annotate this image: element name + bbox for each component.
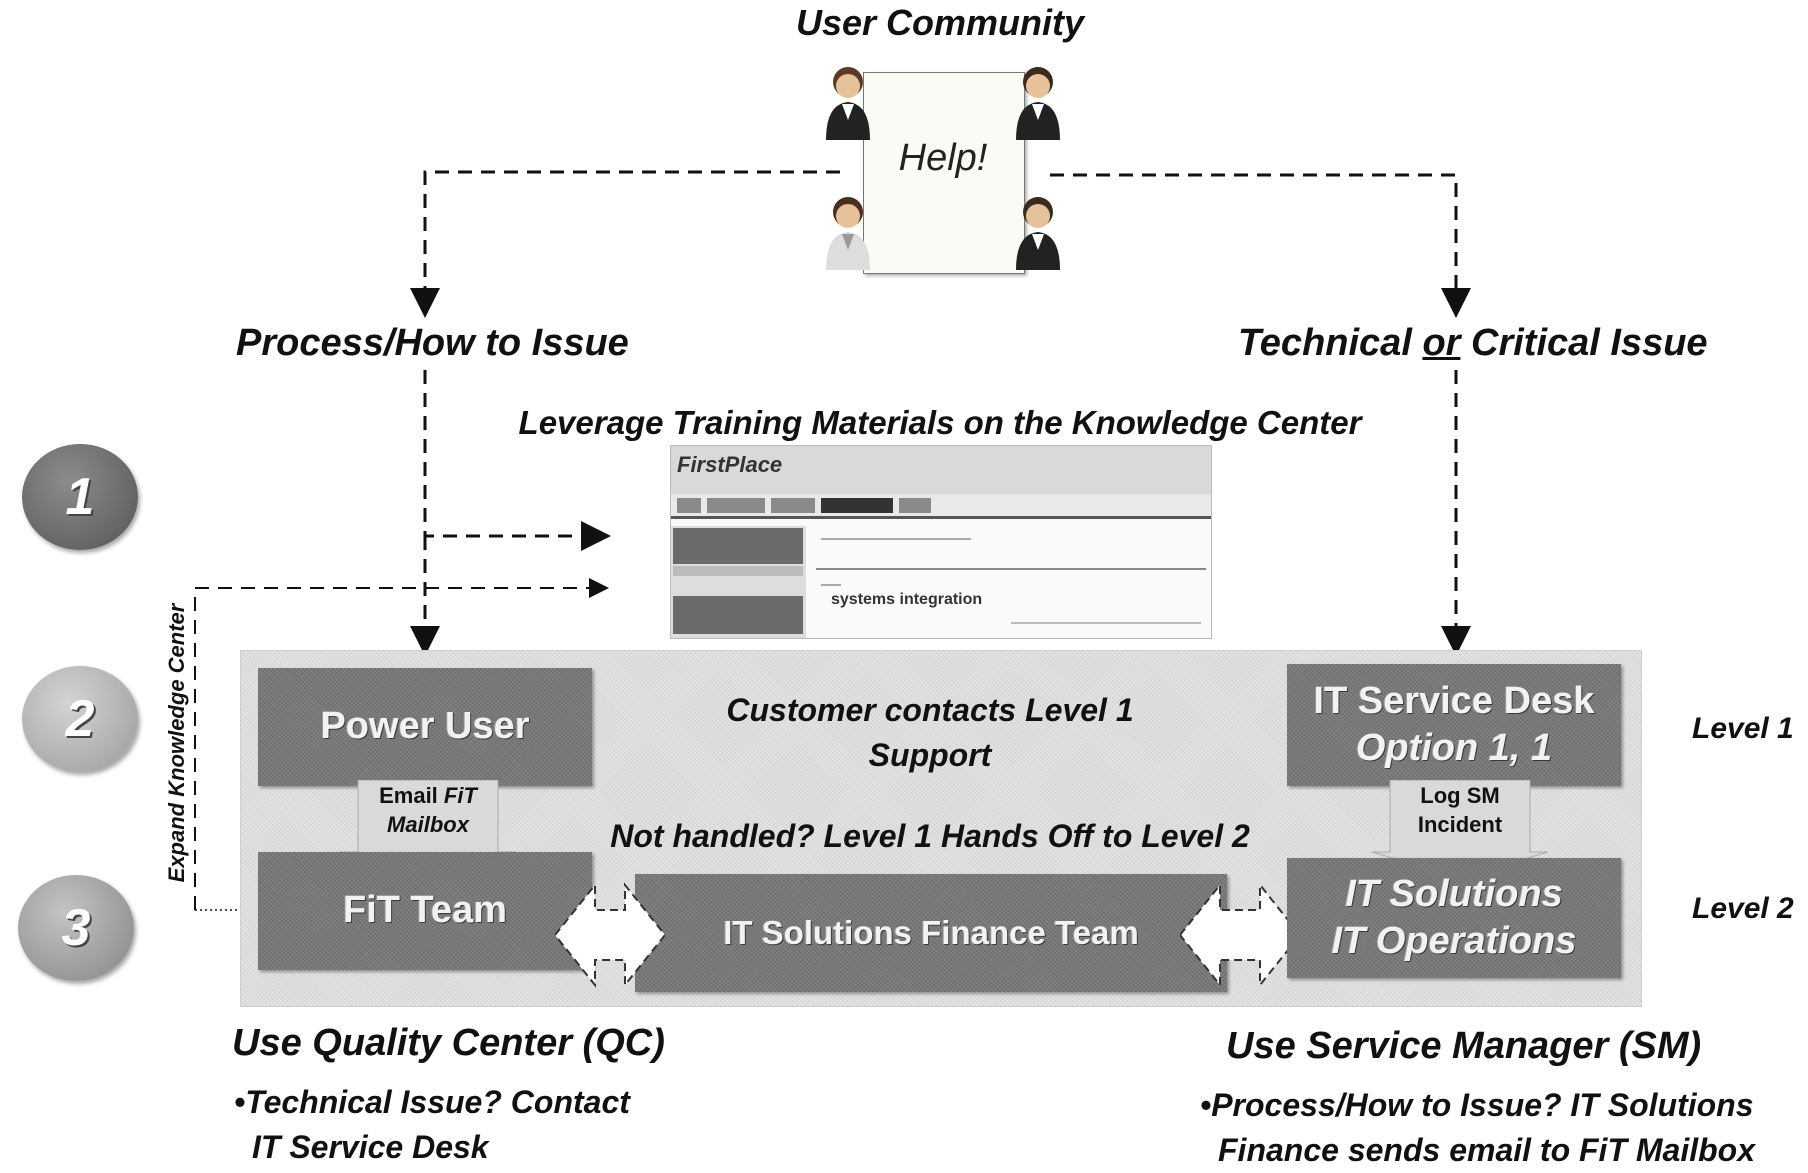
log-sm-note: Log SM Incident — [1372, 782, 1548, 839]
user-icon — [826, 197, 870, 270]
it-solutions-line2: IT Operations — [1331, 920, 1577, 962]
fit-finance-double-arrow — [555, 882, 665, 988]
service-manager-title: Use Service Manager (SM) — [1226, 1025, 1702, 1067]
screenshot-tab — [821, 498, 893, 513]
power-user-box: Power User — [258, 668, 592, 786]
screenshot-nav — [671, 494, 1211, 519]
user-icon — [1016, 67, 1060, 140]
help-text: Help! — [898, 137, 988, 179]
email-fit-note: Email FiT Mailbox — [340, 782, 516, 839]
screenshot-logo: FirstPlace — [677, 452, 783, 477]
service-manager-bullet-line1: •Process/How to Issue? IT Solutions — [1200, 1087, 1754, 1123]
screenshot-line — [1011, 622, 1201, 624]
service-manager-bullet: •Process/How to Issue? IT Solutions Fina… — [1200, 1083, 1755, 1173]
log-sm-line2: Incident — [1417, 811, 1503, 837]
service-desk-box: IT Service Desk Option 1, 1 — [1287, 664, 1621, 786]
screenshot-line — [821, 584, 841, 586]
screenshot-tab — [771, 498, 815, 513]
screenshot-tab — [899, 498, 931, 513]
left-to-knowledge-connector — [423, 370, 611, 551]
quality-center-bullet: •Technical Issue? Contact IT Service Des… — [234, 1080, 630, 1170]
log-sm-line1: Log SM — [1420, 783, 1500, 808]
service-manager-bullet-line2: Finance sends email to FiT Mailbox — [1218, 1131, 1755, 1168]
level1-contact-text: Customer contacts Level 1 Support — [680, 688, 1180, 778]
step-2-circle: 2 — [22, 666, 138, 772]
screenshot-sidebar-block — [673, 566, 803, 576]
quality-center-bullet-line1: •Technical Issue? Contact — [234, 1084, 630, 1120]
right-branch-connector — [1050, 173, 1471, 318]
fit-team-label: FiT Team — [343, 889, 507, 932]
user-community-group: Help! — [818, 62, 1068, 282]
fit-team-box: FiT Team — [258, 852, 592, 970]
service-desk-line2: Option 1, 1 — [1355, 727, 1553, 769]
service-desk-line1: IT Service Desk — [1313, 679, 1595, 722]
diagram-title: User Community — [795, 2, 1085, 43]
screenshot-line — [821, 538, 971, 540]
it-solutions-box: IT Solutions IT Operations — [1287, 858, 1621, 978]
expand-knowledge-label: Expand Knowledge Center — [164, 603, 189, 883]
left-branch-connector — [410, 170, 840, 318]
process-how-to-label: Process/How to Issue — [236, 322, 629, 364]
technical-label-pre: Technical — [1238, 322, 1423, 364]
screenshot-sidebar-block — [673, 528, 803, 564]
finance-solutions-double-arrow — [1180, 882, 1300, 988]
power-user-label: Power User — [320, 705, 530, 748]
technical-label-or: or — [1422, 322, 1461, 364]
help-board — [863, 72, 1025, 274]
expand-knowledge-connector — [194, 578, 609, 910]
level-2-label: Level 2 — [1692, 892, 1794, 925]
screenshot-line — [816, 568, 1206, 570]
step-1-circle: 1 — [22, 444, 138, 550]
level1-contact-line1: Customer contacts Level 1 — [726, 692, 1134, 728]
knowledge-center-screenshot: FirstPlace systems integration — [670, 445, 1212, 639]
step-3-circle: 3 — [18, 875, 134, 981]
user-icon — [1016, 197, 1060, 270]
technical-critical-label: Technical or Critical Issue — [1238, 322, 1708, 365]
level-1-label: Level 1 — [1692, 712, 1794, 745]
screenshot-brand: systems integration — [831, 591, 983, 608]
finance-team-box: IT Solutions Finance Team — [635, 874, 1227, 992]
email-fit-text: FiT — [443, 783, 477, 808]
quality-center-bullet-line2: IT Service Desk — [252, 1128, 489, 1165]
screenshot-tab — [707, 498, 765, 513]
screenshot-tab — [677, 498, 701, 513]
finance-team-label: IT Solutions Finance Team — [723, 914, 1139, 952]
technical-label-post: Critical Issue — [1460, 322, 1708, 364]
knowledge-center-heading: Leverage Training Materials on the Knowl… — [518, 404, 1362, 441]
quality-center-title: Use Quality Center (QC) — [232, 1022, 665, 1064]
screenshot-header: FirstPlace — [671, 446, 1211, 494]
handoff-text: Not handled? Level 1 Hands Off to Level … — [610, 818, 1250, 854]
screenshot-sidebar-block — [673, 596, 803, 634]
email-pre-text: Email — [379, 783, 444, 808]
email-mailbox-text: Mailbox — [387, 811, 469, 837]
user-icon — [826, 67, 870, 140]
screenshot-sidebar — [671, 526, 806, 638]
level1-contact-line2: Support — [868, 736, 992, 773]
it-solutions-line1: IT Solutions — [1345, 872, 1563, 915]
